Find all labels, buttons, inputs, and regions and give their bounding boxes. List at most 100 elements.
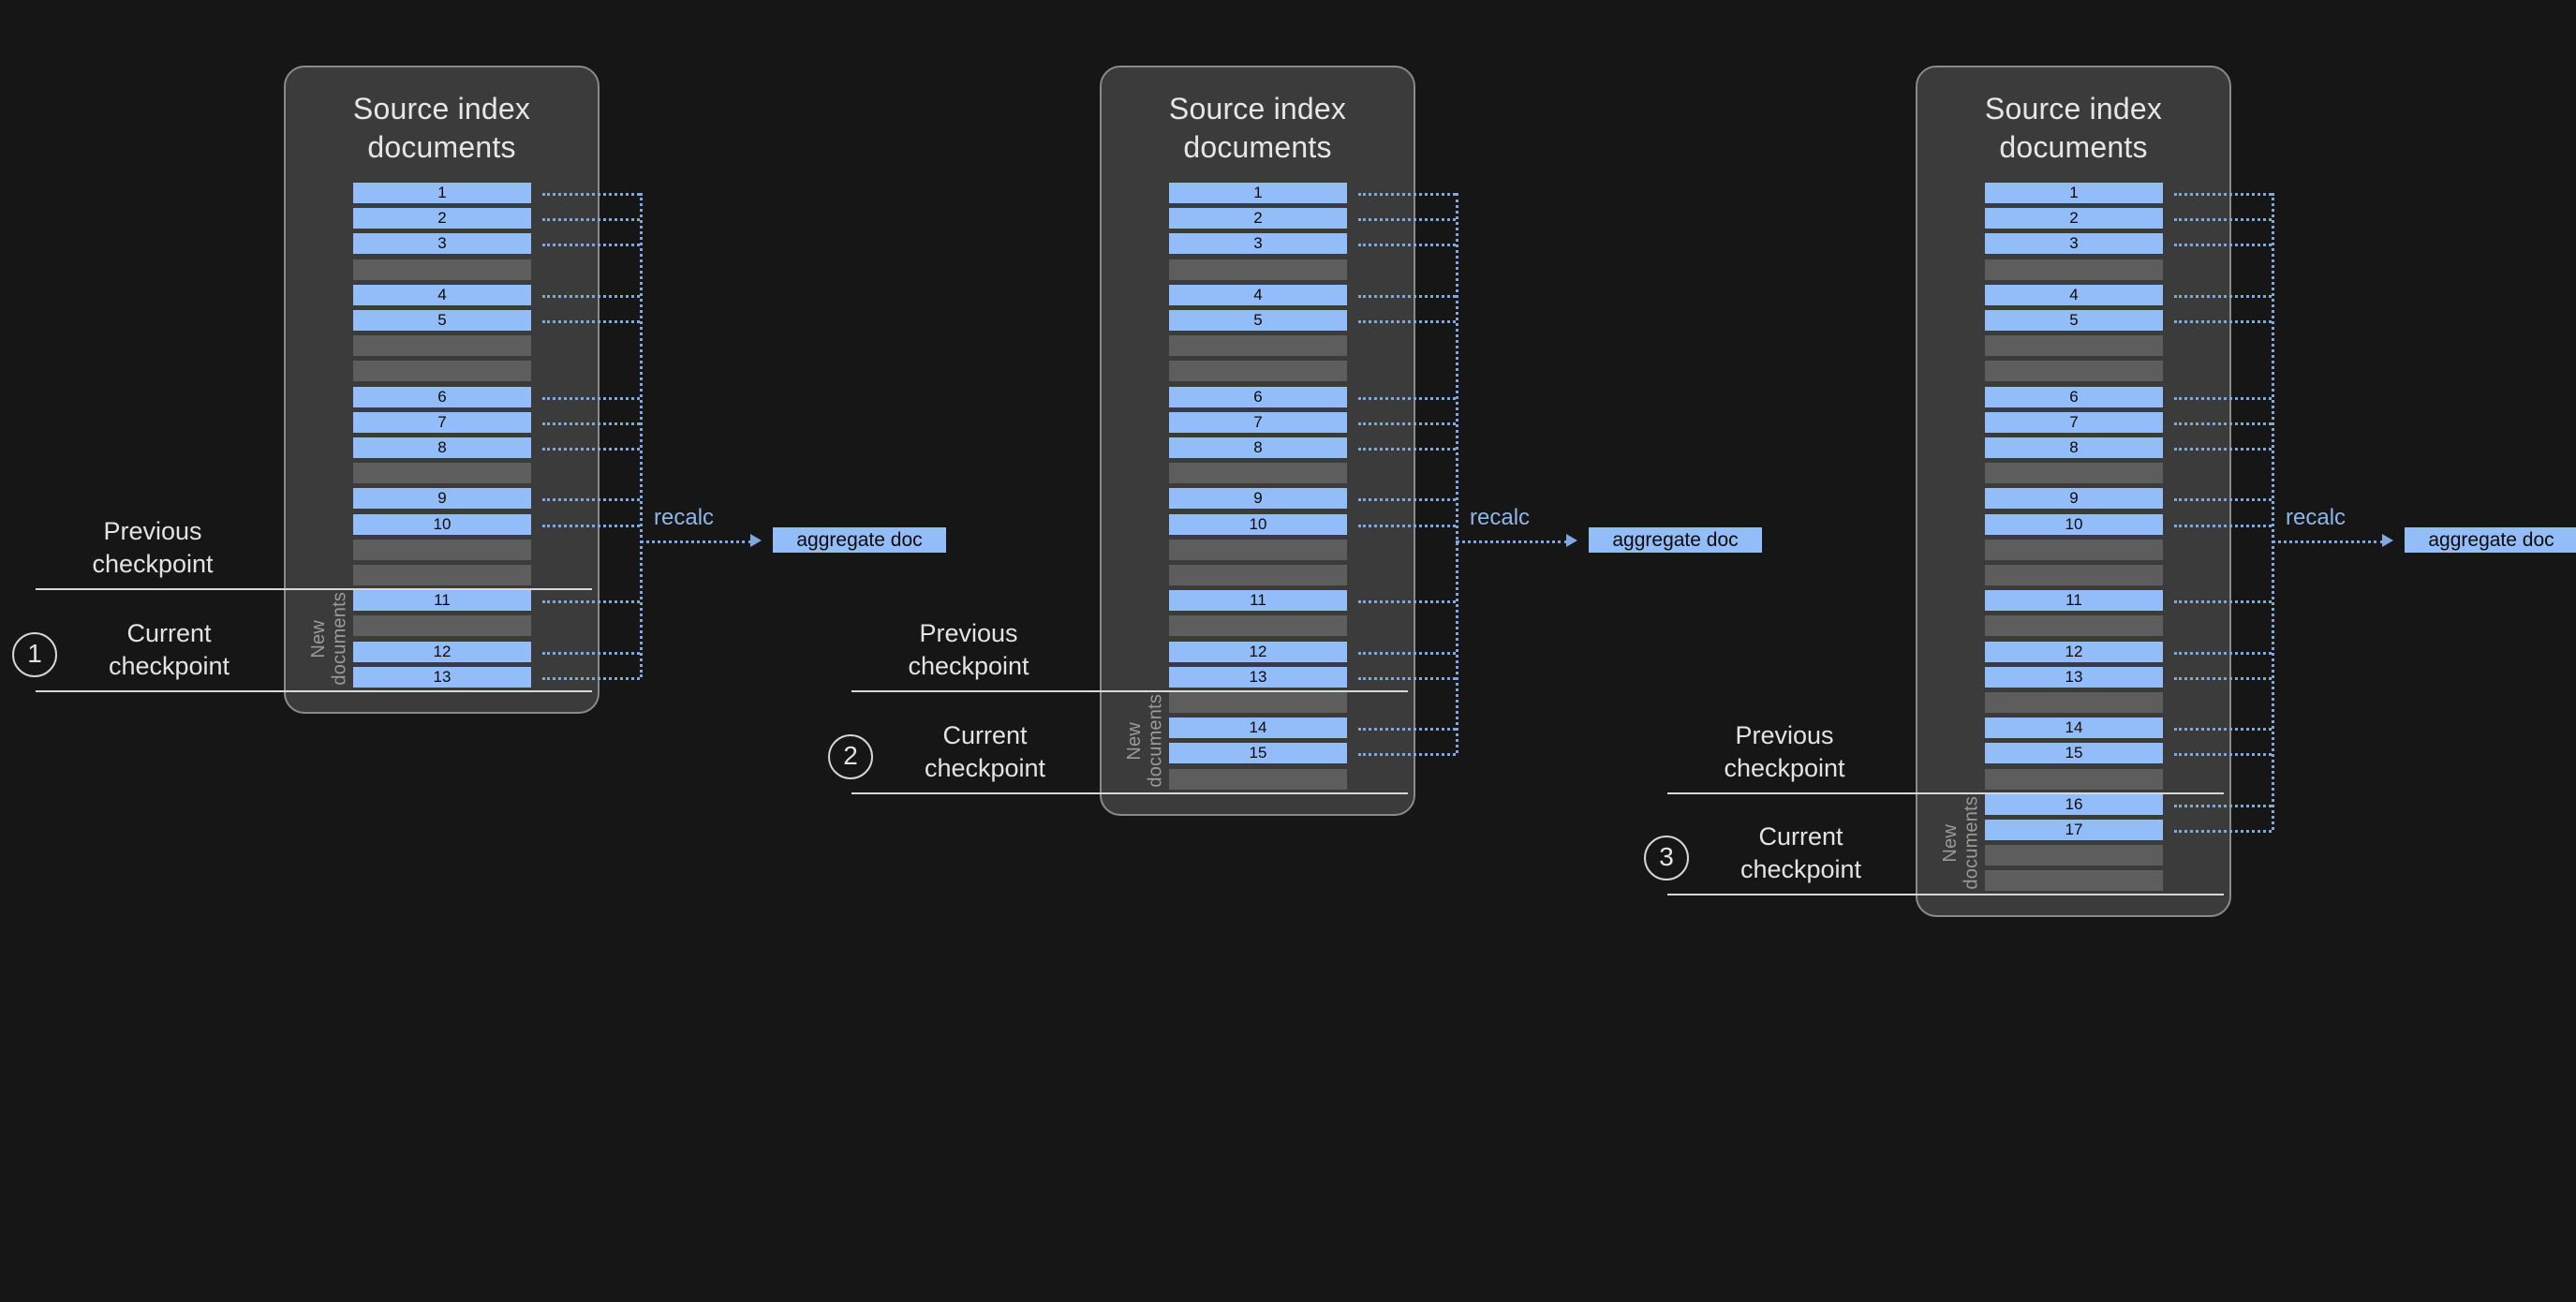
aggregate-doc-box: aggregate doc	[773, 527, 946, 553]
empty-row	[353, 463, 531, 484]
recalc-label: recalc	[2286, 505, 2347, 530]
previous-checkpoint-label: Previous checkpoint	[92, 517, 214, 579]
document-row: 16	[1985, 793, 2163, 815]
document-row: 13	[1169, 666, 1347, 688]
empty-row	[353, 565, 531, 585]
empty-row	[1985, 361, 2163, 382]
doc-connector-line	[542, 498, 640, 502]
document-row: 13	[353, 666, 531, 688]
empty-row	[1169, 615, 1347, 637]
empty-row	[353, 335, 531, 357]
current-checkpoint-label: Current checkpoint	[1740, 822, 1862, 884]
empty-row	[1169, 768, 1347, 790]
doc-connector-line	[1358, 218, 1456, 222]
document-row: 12	[1985, 641, 2163, 662]
doc-connector-line	[542, 600, 640, 604]
empty-row	[353, 539, 531, 560]
document-row: 7	[1985, 411, 2163, 433]
document-row: 8	[353, 437, 531, 458]
recalc-arrow-line	[2272, 540, 2384, 543]
document-row: 6	[1169, 386, 1347, 407]
document-row: 9	[1985, 488, 2163, 510]
document-row: 13	[1985, 666, 2163, 688]
doc-connector-line	[2174, 218, 2272, 222]
document-row: 7	[1169, 411, 1347, 433]
doc-connector-line	[2174, 651, 2272, 655]
document-row: 10	[1985, 513, 2163, 535]
doc-connector-line	[1358, 728, 1456, 732]
document-row: 5	[1985, 310, 2163, 331]
document-row: 8	[1985, 437, 2163, 458]
document-row: 17	[1985, 820, 2163, 840]
doc-connector-line	[2174, 193, 2272, 196]
doc-connector-line	[542, 320, 640, 323]
step-number-badge-1: 1	[12, 631, 57, 677]
document-row: 11	[1169, 590, 1347, 612]
previous-checkpoint-label: Previous checkpoint	[908, 618, 1029, 680]
document-row: 2	[1985, 208, 2163, 229]
step-number-badge-2: 2	[828, 733, 873, 779]
empty-row	[1169, 259, 1347, 280]
doc-connector-line	[2174, 320, 2272, 323]
document-row: 15	[1985, 743, 2163, 764]
document-row: 9	[353, 488, 531, 510]
document-row: 7	[353, 411, 531, 433]
doc-connector-line	[2174, 244, 2272, 247]
empty-row	[353, 259, 531, 280]
empty-row	[1985, 539, 2163, 560]
panel-title-3: Source index documents	[1984, 92, 2163, 164]
step-number-badge-3: 3	[1644, 836, 1689, 881]
document-row: 3	[353, 233, 531, 255]
doc-connector-line	[2174, 804, 2272, 807]
document-row: 1	[1985, 183, 2163, 203]
document-row: 3	[1985, 233, 2163, 255]
current-checkpoint-rule	[36, 689, 592, 692]
previous-checkpoint-rule	[1667, 792, 2224, 794]
recalc-arrow-head	[1566, 534, 1577, 547]
doc-connector-line	[1358, 524, 1456, 527]
panel-title-1: Source index documents	[352, 92, 531, 164]
document-row: 15	[1169, 743, 1347, 764]
doc-connector-line	[2174, 498, 2272, 502]
doc-connector-line	[2174, 600, 2272, 604]
doc-connector-line	[2174, 396, 2272, 400]
document-row: 11	[353, 590, 531, 612]
doc-connector-line	[1358, 396, 1456, 400]
doc-connector-line	[542, 524, 640, 527]
empty-row	[1985, 692, 2163, 713]
aggregation-spine	[1456, 193, 1458, 754]
document-row: 3	[1169, 233, 1347, 255]
recalc-label: recalc	[654, 505, 715, 530]
doc-connector-line	[542, 396, 640, 400]
recalc-arrow-head	[2382, 534, 2393, 547]
document-row: 6	[353, 386, 531, 407]
previous-checkpoint-label: Previous checkpoint	[1724, 720, 1845, 782]
doc-connector-line	[1358, 448, 1456, 451]
doc-connector-line	[542, 422, 640, 425]
doc-connector-line	[1358, 294, 1456, 298]
doc-connector-line	[1358, 600, 1456, 604]
empty-row	[1985, 845, 2163, 866]
aggregate-doc-box: aggregate doc	[1589, 527, 1762, 553]
empty-row	[1169, 565, 1347, 585]
document-row: 10	[1169, 513, 1347, 535]
empty-row	[1985, 335, 2163, 357]
empty-row	[1985, 615, 2163, 637]
empty-row	[1169, 361, 1347, 382]
document-row: 14	[1985, 718, 2163, 739]
recalc-arrow-head	[750, 534, 762, 547]
doc-connector-line	[2174, 422, 2272, 425]
doc-connector-line	[2174, 830, 2272, 833]
doc-connector-line	[2174, 524, 2272, 527]
document-row: 12	[353, 641, 531, 662]
empty-row	[1985, 259, 2163, 280]
recalc-arrow-line	[640, 540, 752, 543]
recalc-arrow-line	[1456, 540, 1568, 543]
doc-connector-line	[542, 676, 640, 680]
aggregate-doc-box: aggregate doc	[2405, 527, 2576, 553]
document-row: 8	[1169, 437, 1347, 458]
doc-connector-line	[1358, 498, 1456, 502]
previous-checkpoint-rule	[851, 689, 1408, 692]
empty-row	[1169, 335, 1347, 357]
